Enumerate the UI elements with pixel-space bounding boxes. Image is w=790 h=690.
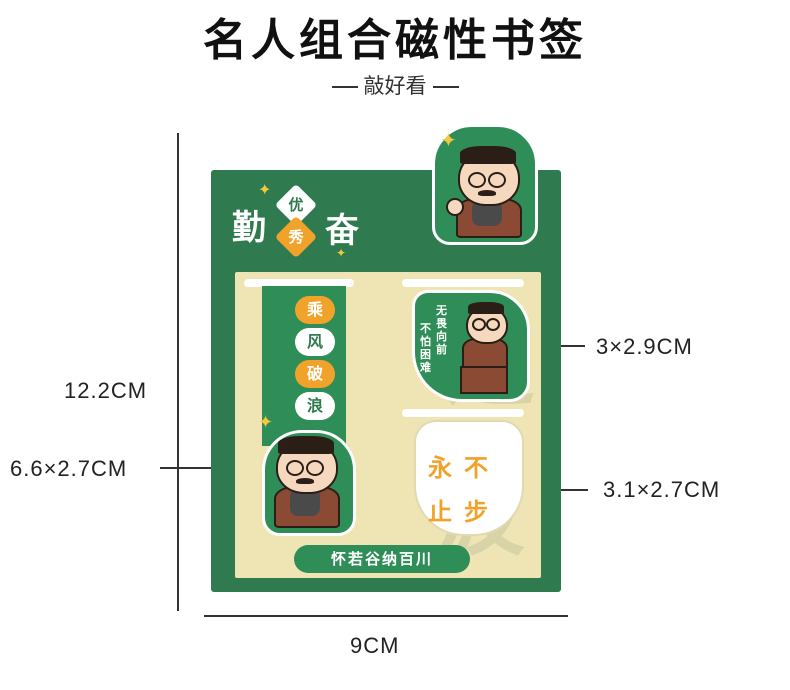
glasses-icon	[306, 460, 324, 476]
character-hair	[278, 436, 334, 454]
podium-icon	[460, 366, 508, 394]
tall-char: 破	[295, 360, 335, 388]
vertical-text: 无畏向前	[436, 304, 447, 356]
subtitle-text: 敲好看	[363, 74, 427, 98]
slot	[402, 279, 524, 287]
glasses-icon	[286, 460, 304, 476]
sparkle-icon: ✦	[258, 180, 272, 199]
tall-bookmark-size-label: 6.6×2.7CM	[10, 456, 128, 481]
mustache-icon	[478, 190, 496, 196]
character-hair	[460, 146, 516, 164]
tall-char: 风	[295, 328, 335, 356]
tall-char: 乘	[295, 296, 335, 324]
vertical-text: 不怕困难	[420, 322, 431, 374]
height-label: 12.2CM	[64, 378, 148, 403]
dash-right	[432, 86, 459, 88]
diamond-tile: 秀	[274, 215, 318, 259]
bottom-bookmark-size-label: 3.1×2.7CM	[603, 477, 721, 502]
slot	[244, 279, 354, 287]
glasses-icon	[472, 318, 486, 331]
header-char-right: 奋	[325, 211, 359, 251]
glasses-icon	[468, 172, 486, 188]
sparkle-icon: ✦	[336, 246, 347, 260]
diamond-text: 优	[288, 196, 304, 214]
top-bookmark-size-label: 3×2.9CM	[596, 334, 693, 359]
bottom-banner: 怀若谷纳百川	[294, 545, 470, 573]
character-hand	[446, 198, 464, 216]
page-subtitle: 敲好看	[0, 70, 790, 100]
page-title: 名人组合磁性书签	[203, 15, 587, 66]
bottom-small-bookmark[interactable]	[414, 420, 524, 536]
diamond-text: 秀	[288, 228, 304, 246]
tall-bookmark-leader	[160, 467, 236, 469]
sparkle-icon: ✦	[258, 412, 274, 433]
dash-left	[331, 86, 358, 88]
bookmark-text-line1: 永不	[428, 454, 500, 482]
tall-char: 浪	[295, 392, 335, 420]
mustache-icon	[296, 478, 314, 484]
header-char-left: 勤	[232, 208, 266, 248]
width-dimension-line	[204, 615, 568, 617]
glasses-icon	[488, 172, 506, 188]
character-hair	[468, 302, 504, 314]
sparkle-icon: ✦	[440, 128, 457, 152]
slot	[402, 409, 524, 417]
width-label: 9CM	[350, 633, 400, 658]
glasses-icon	[486, 318, 500, 331]
height-dimension-line	[177, 133, 179, 611]
bookmark-text-line2: 止步	[428, 498, 500, 526]
